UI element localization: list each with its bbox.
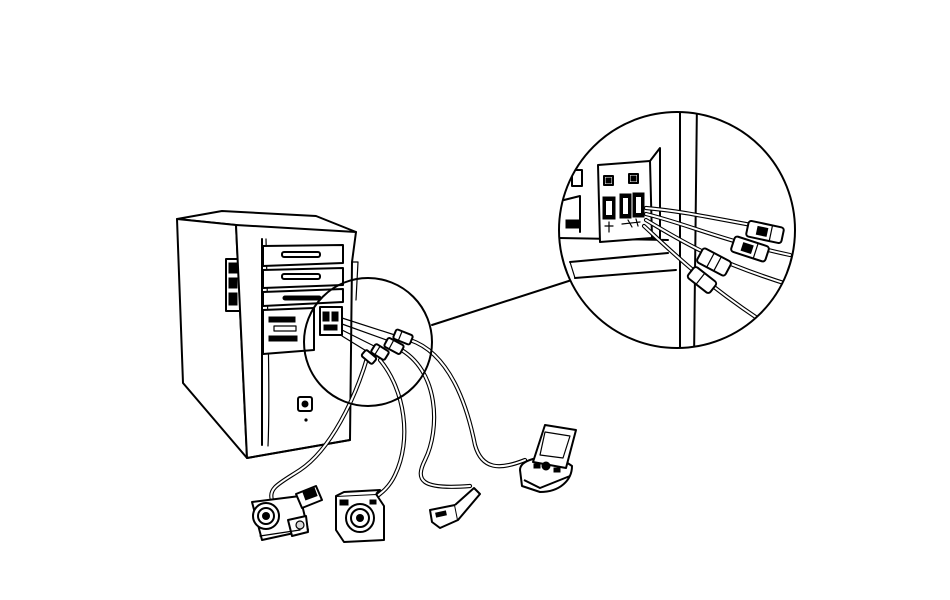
card-reader-icon	[430, 488, 480, 528]
optical-drive-bays	[263, 245, 343, 306]
camera-cable	[372, 360, 404, 500]
camcorder-icon	[252, 486, 322, 540]
magnify-leader-line	[432, 278, 578, 325]
tower-computer	[177, 211, 358, 458]
pda-cradle-icon	[520, 425, 576, 492]
front-io-panel	[320, 307, 342, 335]
memory-card-slots	[263, 308, 314, 354]
usb-plugs	[361, 329, 413, 365]
pda-cable	[410, 340, 525, 466]
digital-camera-icon	[336, 490, 384, 542]
magnified-front-panel	[556, 100, 795, 360]
